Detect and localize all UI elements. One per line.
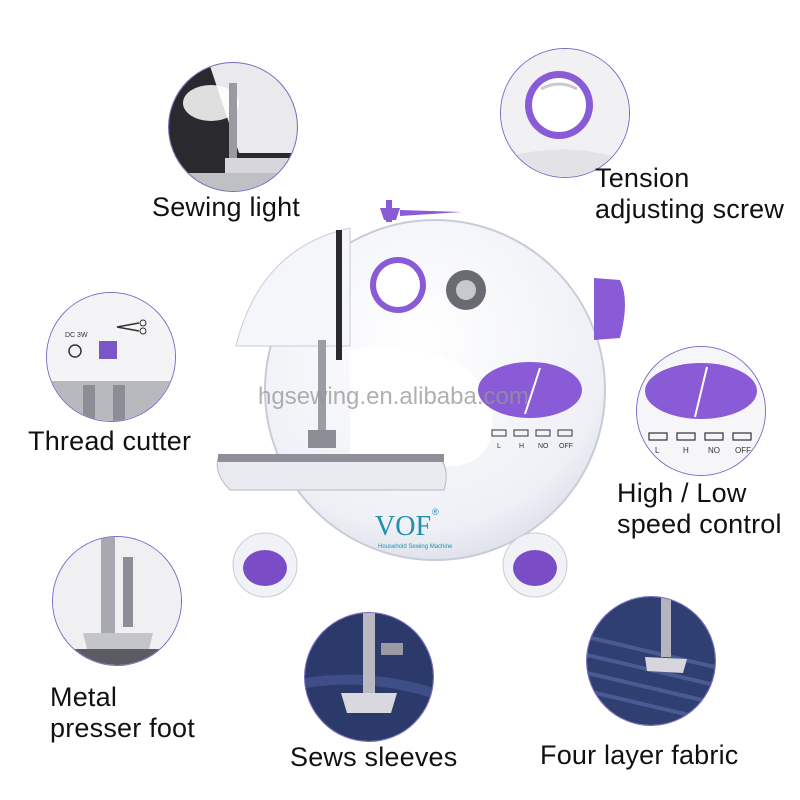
tension-screw-photo — [500, 48, 630, 178]
presser-foot-photo — [52, 536, 182, 666]
speed-control-photo: L H NO OFF — [636, 346, 766, 476]
speed-switch-no: NO — [708, 446, 720, 455]
brand-logo: VOF — [375, 511, 431, 542]
speed-switch-h: H — [683, 446, 689, 455]
machine-switch-h: H — [519, 443, 524, 450]
speed-switch-off: OFF — [735, 446, 751, 455]
four-layer-fabric-photo — [586, 596, 716, 726]
sewing-light-photo — [168, 62, 298, 192]
sewing-machine-illustration: L H NO OFF VOF ® Household Sewing Machin… — [200, 190, 640, 610]
sews-sleeves-label: Sews sleeves — [290, 742, 458, 772]
presser-foot-label: Metal presser foot — [50, 682, 195, 743]
brand-registered: ® — [432, 507, 439, 517]
thread-cutter-photo: DC 3W — [46, 292, 176, 422]
machine-switch-l: L — [497, 443, 501, 450]
speed-switch-l: L — [655, 446, 660, 455]
dc-text: DC 3W — [65, 332, 88, 339]
machine-switch-off: OFF — [559, 443, 573, 450]
machine-switch-no: NO — [538, 443, 549, 450]
sewing-light-label: Sewing light — [152, 192, 300, 222]
four-layer-fabric-label: Four layer fabric — [540, 740, 739, 770]
speed-control-label: High / Low speed control — [617, 478, 782, 539]
thread-cutter-label: Thread cutter — [28, 426, 192, 456]
brand-subtitle: Household Sewing Machine — [378, 544, 453, 550]
sews-sleeves-photo — [304, 612, 434, 742]
spool-pin — [380, 200, 462, 222]
tension-screw-label: Tension adjusting screw — [595, 163, 785, 224]
watermark: hgsewing.en.alibaba.com — [258, 383, 529, 410]
